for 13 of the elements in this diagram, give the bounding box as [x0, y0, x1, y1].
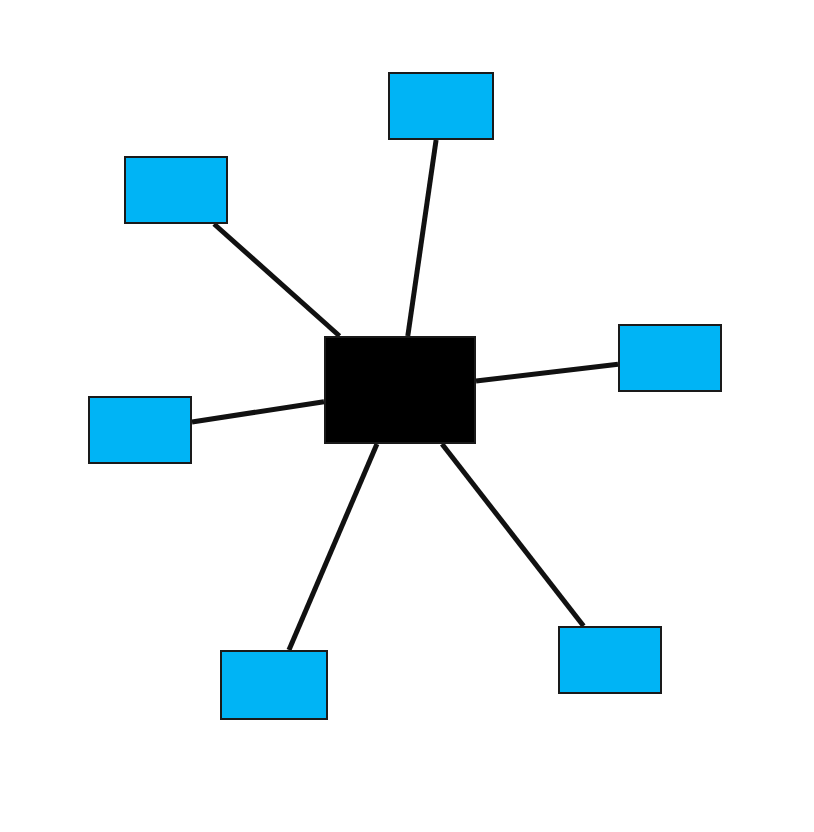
connector-line: [286, 443, 380, 651]
node-box: [388, 72, 494, 140]
connector-line: [212, 222, 342, 338]
node-box: [124, 156, 228, 224]
connector-line: [440, 442, 586, 628]
hub-box: [324, 336, 476, 444]
node-box: [558, 626, 662, 694]
connector-line: [405, 139, 439, 337]
connector-line: [475, 361, 619, 384]
node-box: [88, 396, 192, 464]
node-box: [220, 650, 328, 720]
node-box: [618, 324, 722, 392]
connector-line: [191, 399, 325, 425]
